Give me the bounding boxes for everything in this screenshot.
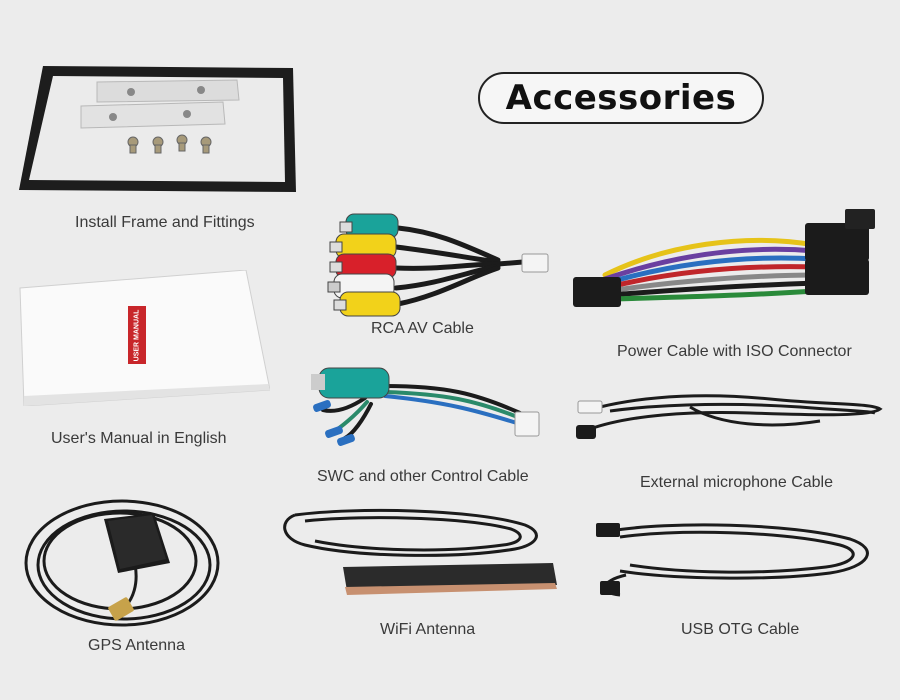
manual-spine-text: USER MANUAL bbox=[133, 309, 141, 361]
gps-antenna-image bbox=[24, 499, 220, 627]
accessories-title-pill: Accessories bbox=[478, 72, 764, 124]
rca-cable-label: RCA AV Cable bbox=[371, 320, 474, 337]
mic-cable-label: External microphone Cable bbox=[640, 474, 833, 491]
rca-cable-image bbox=[327, 213, 549, 317]
gps-antenna-label: GPS Antenna bbox=[88, 637, 185, 654]
wifi-antenna-image bbox=[283, 508, 557, 595]
usb-cable-image bbox=[596, 523, 869, 597]
user-manual-label: User's Manual in English bbox=[51, 430, 227, 447]
page-title: Accessories bbox=[505, 78, 737, 118]
swc-cable-image bbox=[311, 367, 540, 446]
install-frame-label: Install Frame and Fittings bbox=[75, 214, 255, 231]
manual-spine-label: USER MANUAL bbox=[128, 306, 146, 364]
mic-cable-image bbox=[576, 394, 883, 439]
swc-cable-label: SWC and other Control Cable bbox=[317, 468, 529, 485]
power-cable-label: Power Cable with ISO Connector bbox=[617, 343, 852, 360]
user-manual-image: USER MANUAL bbox=[18, 270, 270, 406]
install-frame-image bbox=[19, 66, 296, 192]
usb-cable-label: USB OTG Cable bbox=[681, 621, 800, 638]
wifi-antenna-label: WiFi Antenna bbox=[380, 621, 476, 638]
power-cable-image bbox=[573, 209, 875, 307]
